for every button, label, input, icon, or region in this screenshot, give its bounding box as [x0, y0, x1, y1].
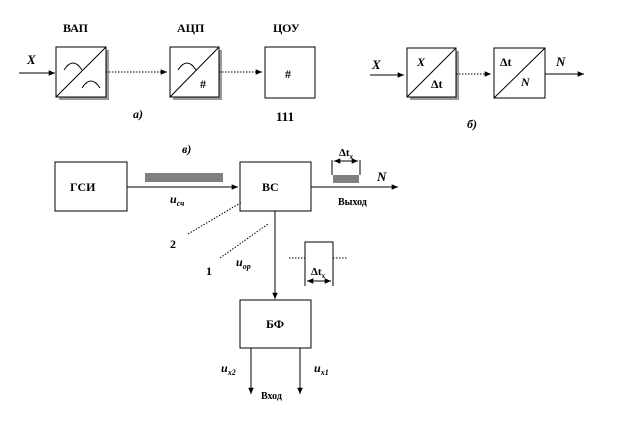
gsi-title: ГСИ — [70, 180, 96, 194]
diagram-v: в) ГСИ uсч ВС N Выход Δtx 2 1 uор — [54, 142, 398, 402]
vs-title: ВС — [262, 180, 279, 194]
output-caption: Выход — [338, 197, 367, 208]
vs-block: ВС — [239, 161, 312, 212]
gsi-block: ГСИ — [54, 161, 128, 212]
adc-digital-symbol: # — [200, 77, 206, 91]
pointer-1-line — [219, 223, 269, 259]
x-to-dt-block: X Δt — [406, 47, 459, 100]
output-pulses — [333, 175, 359, 183]
diagram-v-caption: в) — [182, 142, 191, 156]
dt-to-n-block: Δt N — [493, 47, 546, 99]
input-x2-label: ux2 — [221, 361, 236, 377]
diagram-b-caption: б) — [467, 117, 477, 131]
pulse-group-label: Δtx — [339, 147, 354, 161]
analog-wave-icon — [63, 62, 83, 71]
gate-signal-label: uор — [236, 255, 251, 271]
gate-width-label: Δtx — [311, 266, 326, 280]
input-caption: Вход — [261, 391, 282, 402]
diagram-a-caption: а) — [133, 107, 143, 121]
cou-code: 111 — [276, 109, 294, 124]
bf-title: БФ — [266, 317, 284, 331]
adc-block: АЦП # — [169, 21, 222, 100]
input-x1-label: ux1 — [314, 361, 329, 377]
x-to-dt-bottom: Δt — [431, 77, 443, 91]
output-label: N — [376, 169, 387, 184]
pointer-2-line — [187, 201, 243, 235]
dt-to-n-bottom: N — [520, 75, 531, 89]
pulse-signal-label: uсч — [170, 192, 184, 208]
analog-wave-icon — [81, 80, 101, 89]
gate-pulse — [304, 241, 334, 258]
pointer-2-label: 2 — [170, 237, 176, 251]
diagram-b: X X Δt Δt N N б) — [370, 47, 584, 131]
x-to-dt-top: X — [416, 55, 426, 69]
cou-title: ЦОУ — [273, 21, 300, 35]
analog-wave-icon — [177, 62, 197, 71]
adc-title: АЦП — [177, 21, 205, 35]
bf-block: БФ — [239, 299, 312, 349]
diagram-b-output-label: N — [555, 54, 566, 69]
diagram-b-input-label: X — [371, 57, 381, 72]
vap-block: ВАП — [55, 21, 109, 100]
cou-digital-symbol: # — [285, 67, 291, 81]
dt-to-n-top: Δt — [500, 55, 512, 69]
cou-block: ЦОУ # — [264, 21, 316, 99]
diagram-a: X ВАП АЦП # ЦОУ # 111 а) — [19, 21, 316, 124]
pointer-1-label: 1 — [206, 264, 212, 278]
vap-title: ВАП — [63, 21, 89, 35]
diagram-a-input-label: X — [26, 52, 36, 67]
counting-pulses — [145, 173, 223, 182]
